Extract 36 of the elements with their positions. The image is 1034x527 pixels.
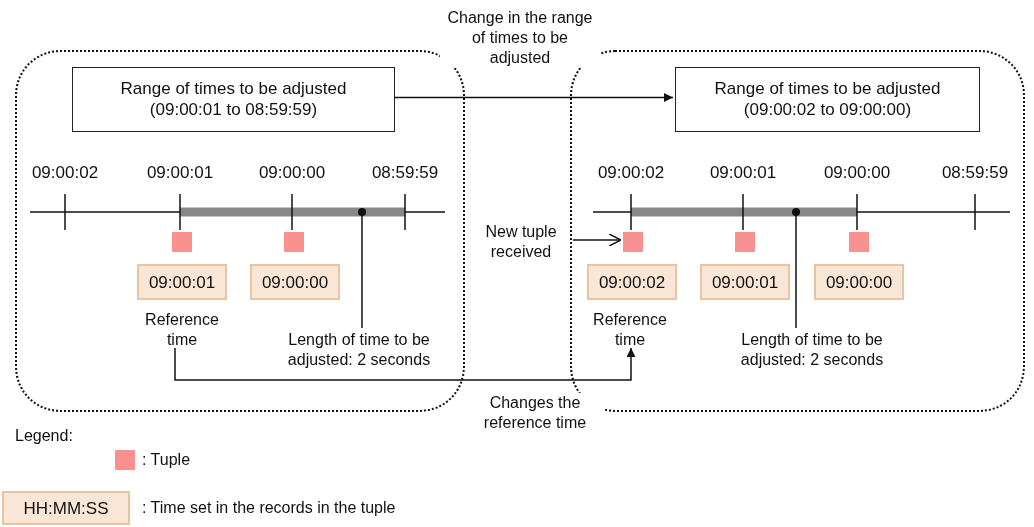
note-text: Reference time bbox=[132, 310, 232, 350]
arrow bbox=[392, 93, 674, 102]
legend-title: Legend: bbox=[15, 426, 73, 446]
tick-label: 08:59:59 bbox=[370, 162, 440, 183]
tick-label: 09:00:02 bbox=[596, 162, 666, 183]
legend-text: : Time set in the records in the tuple bbox=[142, 498, 396, 518]
tick-label: 09:00:01 bbox=[145, 162, 215, 183]
dashed-panel bbox=[15, 50, 465, 412]
arrow bbox=[174, 347, 636, 381]
leader-line bbox=[357, 207, 367, 329]
time-box: 09:00:00 bbox=[250, 264, 340, 300]
note-text: New tuple received bbox=[466, 222, 576, 268]
edge-label: Change in the range of times to be adjusted bbox=[440, 8, 600, 68]
time-box: 09:00:00 bbox=[814, 264, 904, 300]
tick-label: 09:00:02 bbox=[30, 162, 100, 183]
range-box: Range of times to be adjusted (09:00:02 to 09:00:00) bbox=[675, 67, 980, 132]
leader-line bbox=[791, 207, 801, 329]
tuple-square bbox=[849, 232, 869, 252]
time-box: 09:00:01 bbox=[700, 264, 790, 300]
tuple-square bbox=[172, 232, 192, 252]
tuple-square bbox=[284, 232, 304, 252]
arrow bbox=[572, 233, 622, 247]
tick-label: 09:00:01 bbox=[708, 162, 778, 183]
tick-label: 09:00:00 bbox=[822, 162, 892, 183]
tick-label: 09:00:00 bbox=[257, 162, 327, 183]
tuple-square bbox=[623, 232, 643, 252]
legend-sample: HH:MM:SS bbox=[2, 491, 130, 525]
legend-text: : Tuple bbox=[142, 450, 191, 470]
range-box: Range of times to be adjusted (09:00:01 to 08:59:59) bbox=[72, 67, 395, 132]
time-box: 09:00:02 bbox=[587, 264, 677, 300]
note-text: Length of time to be adjusted: 2 seconds bbox=[258, 330, 460, 372]
tick-label: 08:59:59 bbox=[940, 162, 1010, 183]
note-text: Reference time bbox=[580, 310, 680, 350]
tuple-square bbox=[735, 232, 755, 252]
time-box: 09:00:01 bbox=[137, 264, 227, 300]
note-text: Length of time to be adjusted: 2 seconds bbox=[726, 330, 898, 372]
